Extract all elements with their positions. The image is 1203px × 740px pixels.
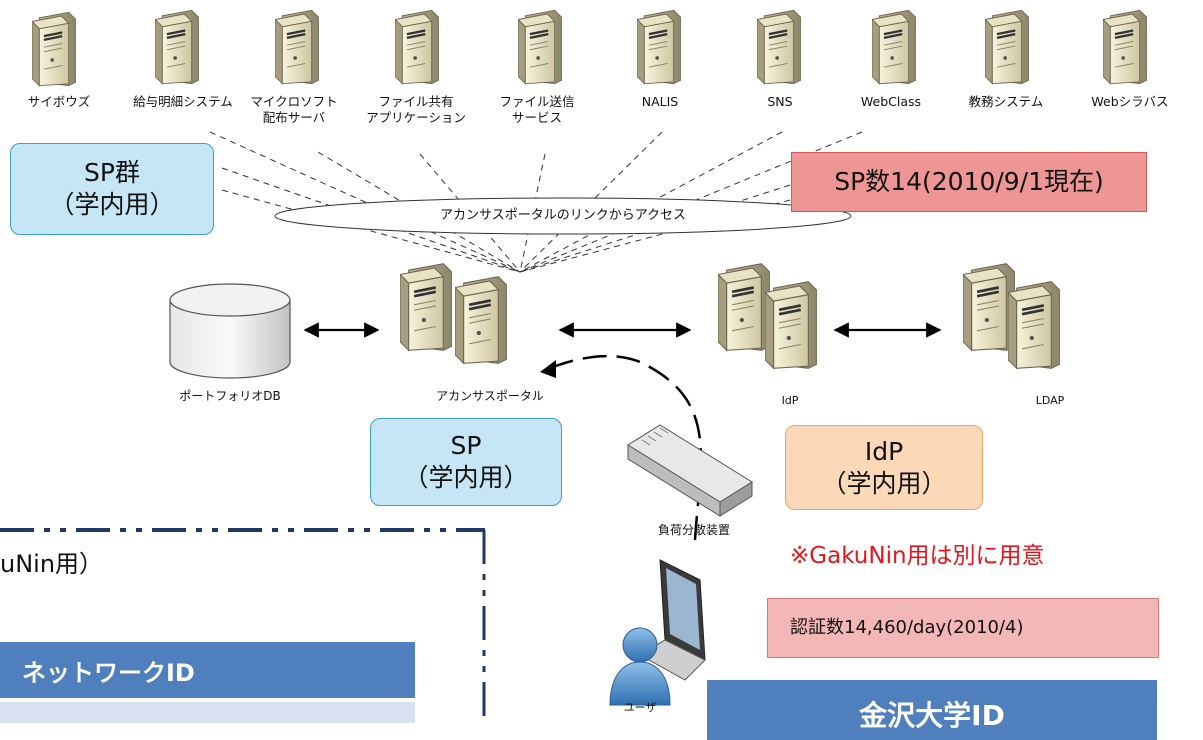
server-icon [872, 9, 916, 85]
server-icon [963, 262, 1015, 352]
server-icon [985, 9, 1029, 85]
idp-box-title: IdP [864, 436, 904, 466]
server-icon [1103, 9, 1147, 85]
server-label-file-share: ファイル共有 アプリケーション [366, 94, 466, 125]
ldap-label: LDAP [1035, 394, 1065, 407]
kanazawa-id-label: 金沢大学ID [859, 699, 1005, 732]
sp-box: SP （学内用） [370, 418, 562, 506]
server-label-sns: SNS [767, 94, 793, 109]
user-icon [609, 627, 671, 706]
network-id-band: ネットワークID [0, 642, 415, 700]
sp-count-text: SP数14(2010/9/1現在) [834, 167, 1104, 196]
server-icon [1008, 280, 1060, 370]
server-icon [757, 9, 801, 85]
network-id-row [0, 702, 415, 723]
server-icon [637, 9, 681, 85]
idp-box-subtitle: （学内用） [821, 468, 947, 498]
portal-label: アカンサスポータル [436, 389, 544, 403]
server-icon [455, 275, 507, 365]
server-label-payroll: 給与明細システム [133, 94, 233, 109]
server-label-web-syllabus: Webシラバス [1091, 94, 1169, 109]
sp-group-subtitle: （学内用） [49, 190, 175, 219]
diagram-canvas [0, 9, 1147, 723]
user-access-arrowhead [540, 360, 556, 378]
network-id-label: ネットワークID [22, 658, 195, 687]
server-label-webclass: WebClass [860, 94, 922, 109]
idp-label: IdP [781, 394, 799, 407]
idp-box: IdP （学内用） [785, 425, 983, 510]
load-balancer-icon [627, 424, 753, 517]
auth-count-text: 認証数14,460/day(2010/4) [790, 617, 1024, 638]
laptop-icon [639, 559, 706, 681]
load-balancer-label: 負荷分散装置 [657, 523, 730, 537]
server-icon [395, 9, 439, 85]
server-label-file-send: ファイル送信 サービス [499, 94, 575, 125]
server-label-ms-distribution: マイクロソフト 配布サーバ [250, 94, 338, 125]
left-panel-partial-title: uNin用） [0, 550, 104, 578]
database-icon [169, 283, 291, 379]
sp-group-title: SP群 [84, 158, 140, 187]
user-access-path [544, 354, 703, 541]
server-icon [718, 262, 770, 352]
sp-box-title: SP [450, 431, 482, 460]
server-icon [765, 280, 817, 370]
access-ellipse [274, 197, 852, 235]
server-icon [275, 9, 319, 85]
sp-group-box: SP群 （学内用） [10, 143, 214, 235]
access-ellipse-text: アカンサスポータルのリンクからアクセス [439, 208, 687, 223]
gakunin-note: ※GakuNin用は別に用意 [790, 543, 1045, 569]
server-icon [400, 262, 452, 352]
server-icon [518, 9, 562, 85]
sp-box-subtitle: （学内用） [403, 463, 529, 492]
server-icon [32, 11, 76, 87]
kanazawa-id-band: 金沢大学ID [707, 680, 1157, 740]
server-label-academic: 教務システム [968, 94, 1044, 109]
sp-count-box: SP数14(2010/9/1現在) [791, 152, 1147, 212]
user-label: ユーザ [623, 701, 657, 714]
server-label-cybozu: サイボウズ [27, 94, 91, 109]
server-label-nalis: NALIS [641, 94, 679, 109]
server-icon [155, 9, 199, 85]
auth-count-box: 認証数14,460/day(2010/4) [767, 598, 1159, 658]
portfolio-db-label: ポートフォリオDB [179, 389, 281, 403]
